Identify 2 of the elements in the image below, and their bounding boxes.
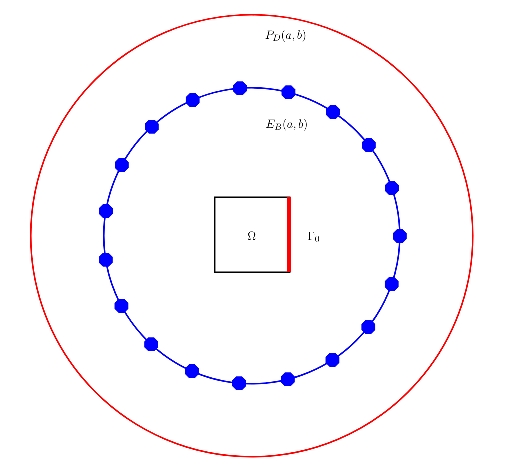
boundary-label: $\Gamma_0$ xyxy=(308,232,320,242)
region-square: $\Omega$ xyxy=(214,196,291,274)
